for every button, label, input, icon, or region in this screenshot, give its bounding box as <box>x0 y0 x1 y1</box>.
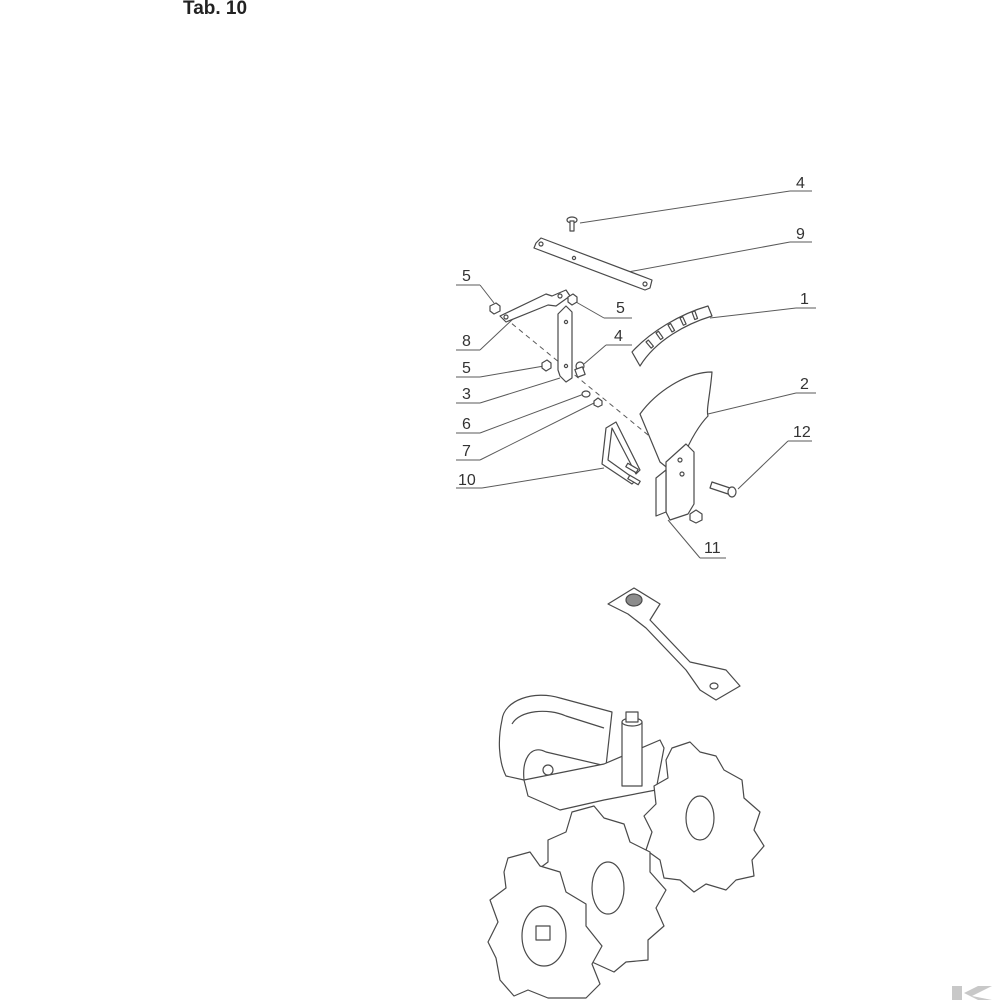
callout-number: 8 <box>462 333 471 350</box>
disc-assembly <box>487 694 765 999</box>
callout-7: 7 <box>456 401 597 461</box>
callout-5-left-mid: 5 <box>456 360 545 378</box>
callout-number: 6 <box>462 416 471 433</box>
part-12-bolt <box>709 481 737 498</box>
page-title: Tab. 10 <box>183 0 248 19</box>
k-logo-icon <box>952 986 992 1000</box>
callout-4-mid: 4 <box>583 328 632 365</box>
callout-12: 12 <box>737 424 812 490</box>
part-3-bracket <box>557 305 573 383</box>
part-9-bar <box>533 237 653 291</box>
part-4-bolt-top <box>566 216 578 232</box>
part-7-nut <box>593 397 603 408</box>
support-arm <box>607 587 741 701</box>
callout-5-right: 5 <box>575 300 632 319</box>
part-6-washer <box>581 390 591 398</box>
callout-number: 5 <box>462 360 471 377</box>
callout-number: 7 <box>462 443 471 460</box>
callout-11: 11 <box>667 519 726 559</box>
callout-9: 9 <box>627 226 812 273</box>
part-11-mount-bracket <box>655 443 703 524</box>
part-5-nut-a <box>489 302 501 315</box>
callout-number: 4 <box>614 328 623 345</box>
part-2-scraper-plate <box>639 371 713 471</box>
part-5-nut-c <box>541 359 552 372</box>
disc-shaft <box>621 721 643 787</box>
callout-number: 4 <box>796 175 805 192</box>
callout-number: 5 <box>616 300 625 317</box>
callout-10: 10 <box>456 467 605 489</box>
assembly-axis-line <box>504 317 687 467</box>
part-1-curved-blade <box>631 305 713 367</box>
callout-number: 1 <box>800 291 809 308</box>
part-5-nut-b <box>567 293 578 306</box>
callout-number: 10 <box>458 472 476 489</box>
callout-2: 2 <box>707 376 816 415</box>
callout-number: 5 <box>462 268 471 285</box>
callout-number: 11 <box>704 540 721 557</box>
callout-number: 2 <box>800 376 809 393</box>
callout-3: 3 <box>456 377 561 404</box>
callout-6: 6 <box>456 393 585 434</box>
part-4-bolt-mid <box>574 361 586 378</box>
callout-1: 1 <box>709 291 816 319</box>
callout-5-left-top: 5 <box>456 268 495 304</box>
callout-number: 9 <box>796 226 805 243</box>
callout-number: 12 <box>793 424 811 441</box>
part-10-u-bolt <box>601 421 641 486</box>
callout-number: 3 <box>462 386 471 403</box>
callout-8: 8 <box>456 317 515 351</box>
callout-4-top: 4 <box>579 175 812 224</box>
